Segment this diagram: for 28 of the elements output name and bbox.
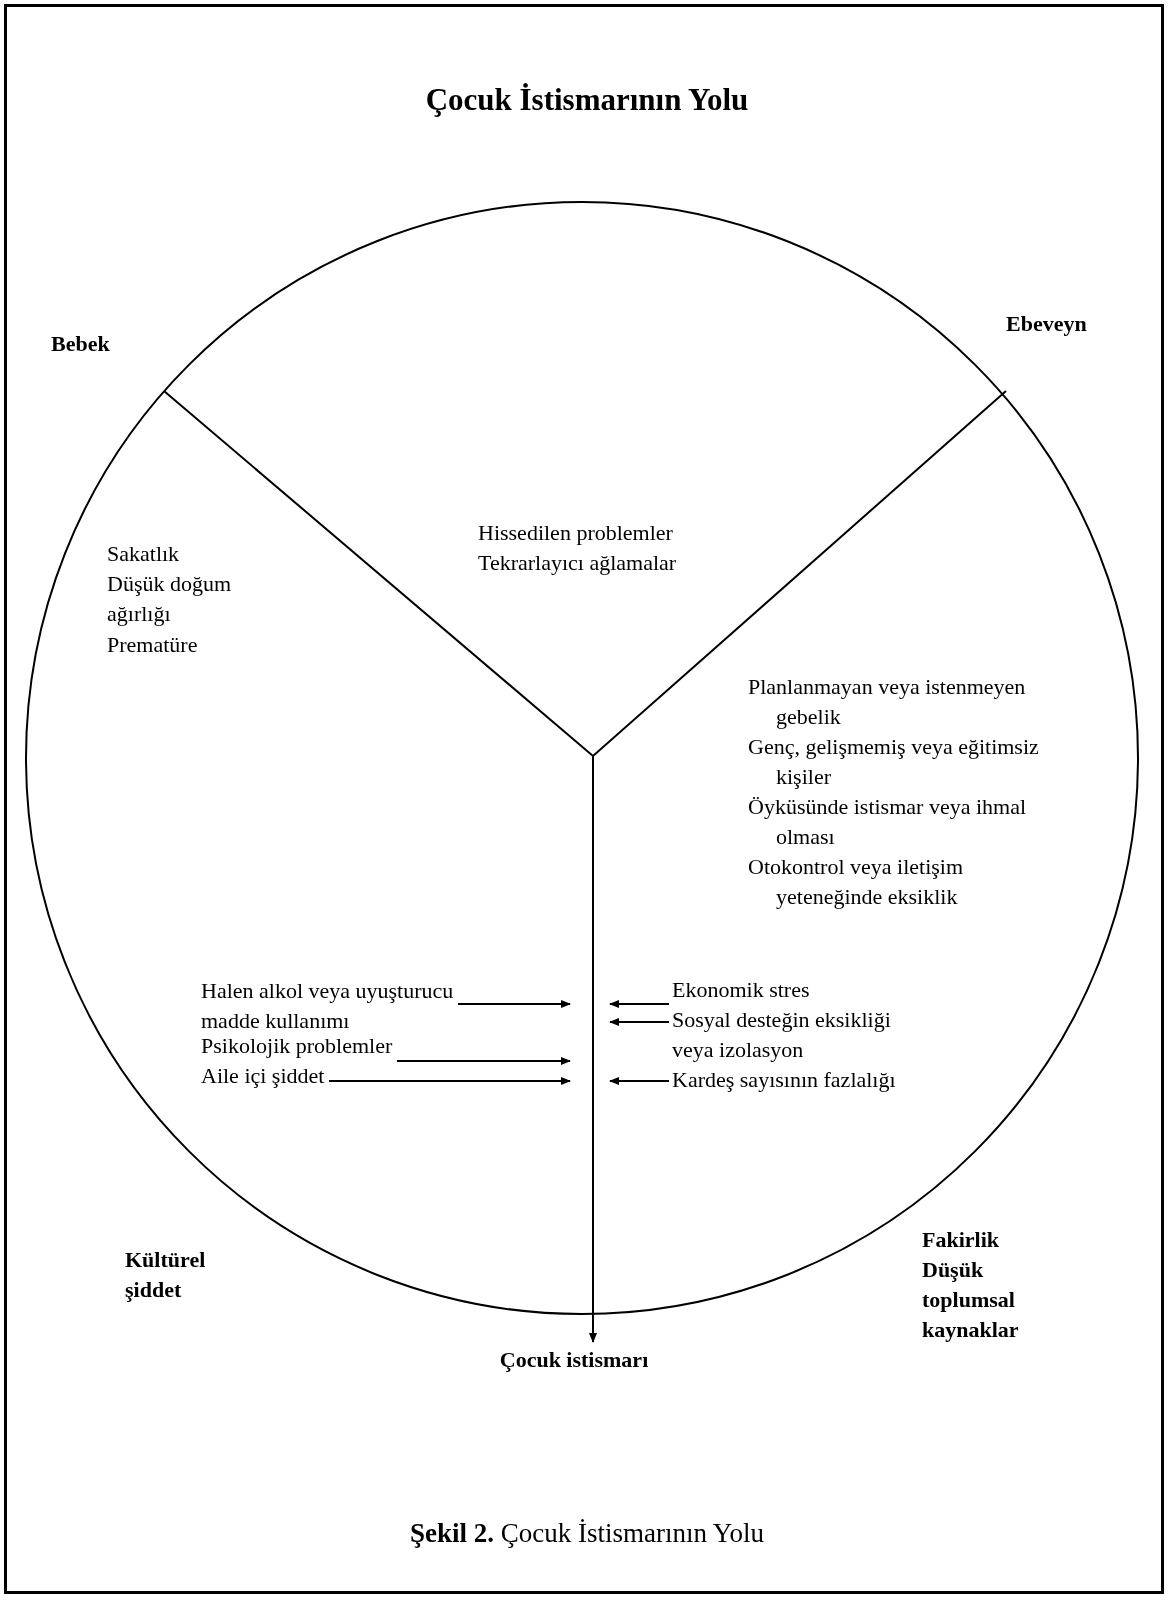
arrow	[328, 1077, 571, 1085]
arrow	[609, 1000, 670, 1008]
label-text: Bebek	[51, 330, 111, 358]
factor-text: Aile içi şiddet	[201, 1061, 326, 1091]
label-text: Prematüre	[107, 631, 199, 659]
label-text: Planlanmayan veya istenmeyen gebelik	[748, 673, 1027, 731]
arrow	[609, 1018, 670, 1026]
label-text: Tekrarlayıcı ağlamalar	[478, 549, 678, 577]
label-text: Sakatlık	[107, 540, 181, 568]
label-text: Ebeveyn	[1006, 310, 1088, 338]
factor-text: Sosyal desteğin eksikliği veya izolasyon	[672, 1005, 892, 1065]
factor-text: Ekonomik stres	[672, 975, 811, 1005]
arrow	[609, 1077, 670, 1085]
arrow	[396, 1057, 571, 1065]
label-text: Otokontrol veya iletişim yeteneğinde eksiklik	[748, 853, 965, 911]
label-text: Fakirlik	[922, 1226, 1000, 1254]
label-text: Genç, gelişmemiş veya eğitimsiz kişiler	[748, 733, 1040, 791]
label-text: Düşük toplumsal kaynaklar	[922, 1256, 1020, 1344]
factor-text: Kardeş sayısının fazlalığı	[672, 1065, 897, 1095]
label-text: Öyküsünde istismar veya ihmal olması	[748, 793, 1027, 851]
caption: Şekil 2. Çocuk İstismarının Yolu	[408, 1517, 766, 1550]
title: Çocuk İstismarının Yolu	[424, 81, 750, 119]
label-text: Kültürel şiddet	[125, 1246, 207, 1304]
label-text: Hissedilen problemler	[478, 519, 674, 547]
label-text: Düşük doğum ağırlığı	[107, 570, 233, 628]
outcome-label: Çocuk istismarı	[474, 1345, 674, 1375]
arrow	[457, 1000, 571, 1008]
arrow	[589, 755, 597, 1343]
